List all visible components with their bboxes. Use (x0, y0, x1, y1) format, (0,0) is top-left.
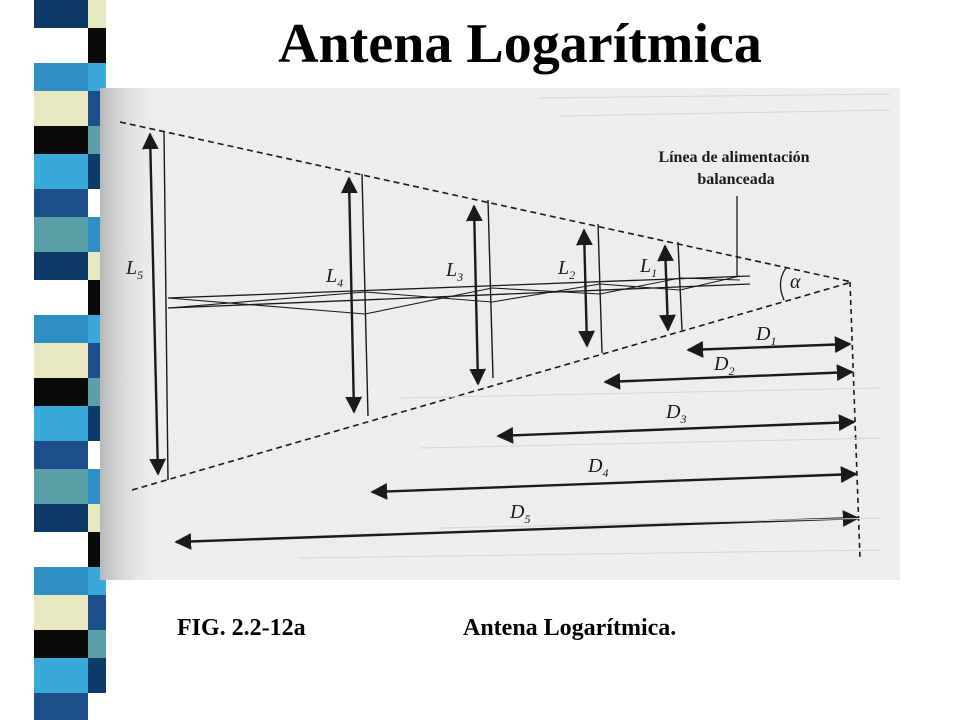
d4-sub: 4 (602, 466, 608, 480)
strip-block (34, 441, 88, 469)
strip-side-block (88, 0, 106, 28)
strip-block (34, 406, 88, 441)
page-title: Antena Logarítmica (278, 13, 762, 75)
strip-block (34, 315, 88, 343)
strip-side-block (88, 63, 106, 91)
apex-reference-line (849, 281, 861, 559)
d3-sub: 3 (679, 412, 686, 426)
strip-block (34, 63, 88, 91)
strip-block (34, 252, 88, 280)
distance-labels: D1 D2 D3 D4 D5 (509, 323, 776, 526)
scan-texture (299, 93, 891, 559)
d3-letter: D (665, 401, 681, 423)
crossed-feeder (167, 277, 741, 315)
strip-block (34, 378, 88, 406)
decorative-left-strip (0, 0, 106, 720)
l1-letter: L (639, 255, 651, 277)
l3-label: L3 (445, 259, 463, 284)
dipole-element-4 (361, 173, 369, 417)
strip-block (34, 343, 88, 378)
l4-letter: L (325, 265, 337, 287)
l1-sub: 1 (651, 266, 657, 280)
strip-block (34, 280, 88, 315)
figure-number: FIG. 2.2-12a (177, 615, 306, 641)
distance-arrows (174, 336, 860, 550)
dipole-element-1 (677, 241, 683, 331)
l5-label: L5 (125, 257, 143, 282)
d5-label: D5 (509, 501, 530, 526)
strip-block (34, 126, 88, 154)
strip-side-block (88, 658, 106, 693)
dipole-element-2 (597, 223, 603, 354)
strip-block (34, 217, 88, 252)
crossed-feeder-return (167, 275, 741, 309)
strip-block (34, 630, 88, 658)
l4-sub: 4 (337, 276, 343, 290)
feed-line-upper (167, 275, 751, 299)
d2-letter: D (713, 353, 729, 375)
l2-letter: L (557, 257, 569, 279)
l3-letter: L (445, 259, 457, 281)
l1-label: L1 (639, 255, 657, 280)
wedge-upper-boundary (119, 121, 853, 283)
d1-sub: 1 (770, 334, 776, 348)
angle-arc (779, 267, 787, 301)
d2-arrow (603, 364, 854, 390)
l1-arrow (657, 244, 676, 332)
strip-block (34, 469, 88, 504)
l5-arrow (141, 132, 167, 476)
l2-sub: 2 (569, 268, 575, 282)
d2-sub: 2 (728, 364, 734, 378)
feed-line-label-line1: Línea de alimentación (658, 149, 809, 166)
strip-block (34, 91, 88, 126)
l2-label: L2 (557, 257, 575, 282)
l4-label: L4 (325, 265, 343, 290)
l3-sub: 3 (456, 270, 463, 284)
antenna-figure: Línea de alimentación balanceada α L5 L4… (100, 88, 900, 580)
strip-margin (0, 0, 30, 720)
strip-block (34, 189, 88, 217)
strip-block (34, 154, 88, 189)
d4-letter: D (587, 455, 603, 477)
strip-block (34, 532, 88, 567)
d5-arrow (174, 510, 860, 550)
dipole-element-5 (163, 131, 169, 481)
strip-block (34, 693, 88, 720)
l5-sub: 5 (137, 268, 143, 282)
d4-arrow (370, 466, 858, 500)
strip-block (34, 28, 88, 63)
strip-block (34, 567, 88, 595)
element-labels: L5 L4 L3 L2 L1 (125, 255, 657, 290)
strip-block (34, 658, 88, 693)
d1-letter: D (755, 323, 771, 345)
d5-sub: 5 (524, 512, 530, 526)
l5-letter: L (125, 257, 137, 279)
l2-arrow (575, 228, 596, 348)
strip-side-block (88, 630, 106, 658)
element-length-arrows (141, 132, 676, 476)
log-periodic-antenna-diagram: Línea de alimentación balanceada α L5 L4… (100, 88, 891, 580)
d5-letter: D (509, 501, 525, 523)
d1-arrow (686, 336, 852, 358)
strip-side-block (88, 28, 106, 63)
d2-label: D2 (713, 353, 734, 378)
strip-side-block (88, 595, 106, 630)
angle-label: α (790, 271, 801, 293)
d3-arrow (496, 414, 856, 444)
figure-caption: Antena Logarítmica. (463, 615, 677, 641)
l3-arrow (465, 204, 487, 386)
strip-block (34, 504, 88, 532)
dipole-element-3 (487, 199, 494, 379)
strip-block (34, 595, 88, 630)
strip-side-block (88, 693, 106, 720)
d4-label: D4 (587, 455, 608, 480)
feed-line-label-line2: balanceada (697, 171, 774, 188)
d1-label: D1 (755, 323, 776, 348)
strip-block (34, 0, 88, 28)
d3-label: D3 (665, 401, 686, 426)
dipole-elements (163, 131, 683, 481)
wedge-lower-boundary (131, 281, 853, 491)
l4-arrow (340, 176, 363, 414)
